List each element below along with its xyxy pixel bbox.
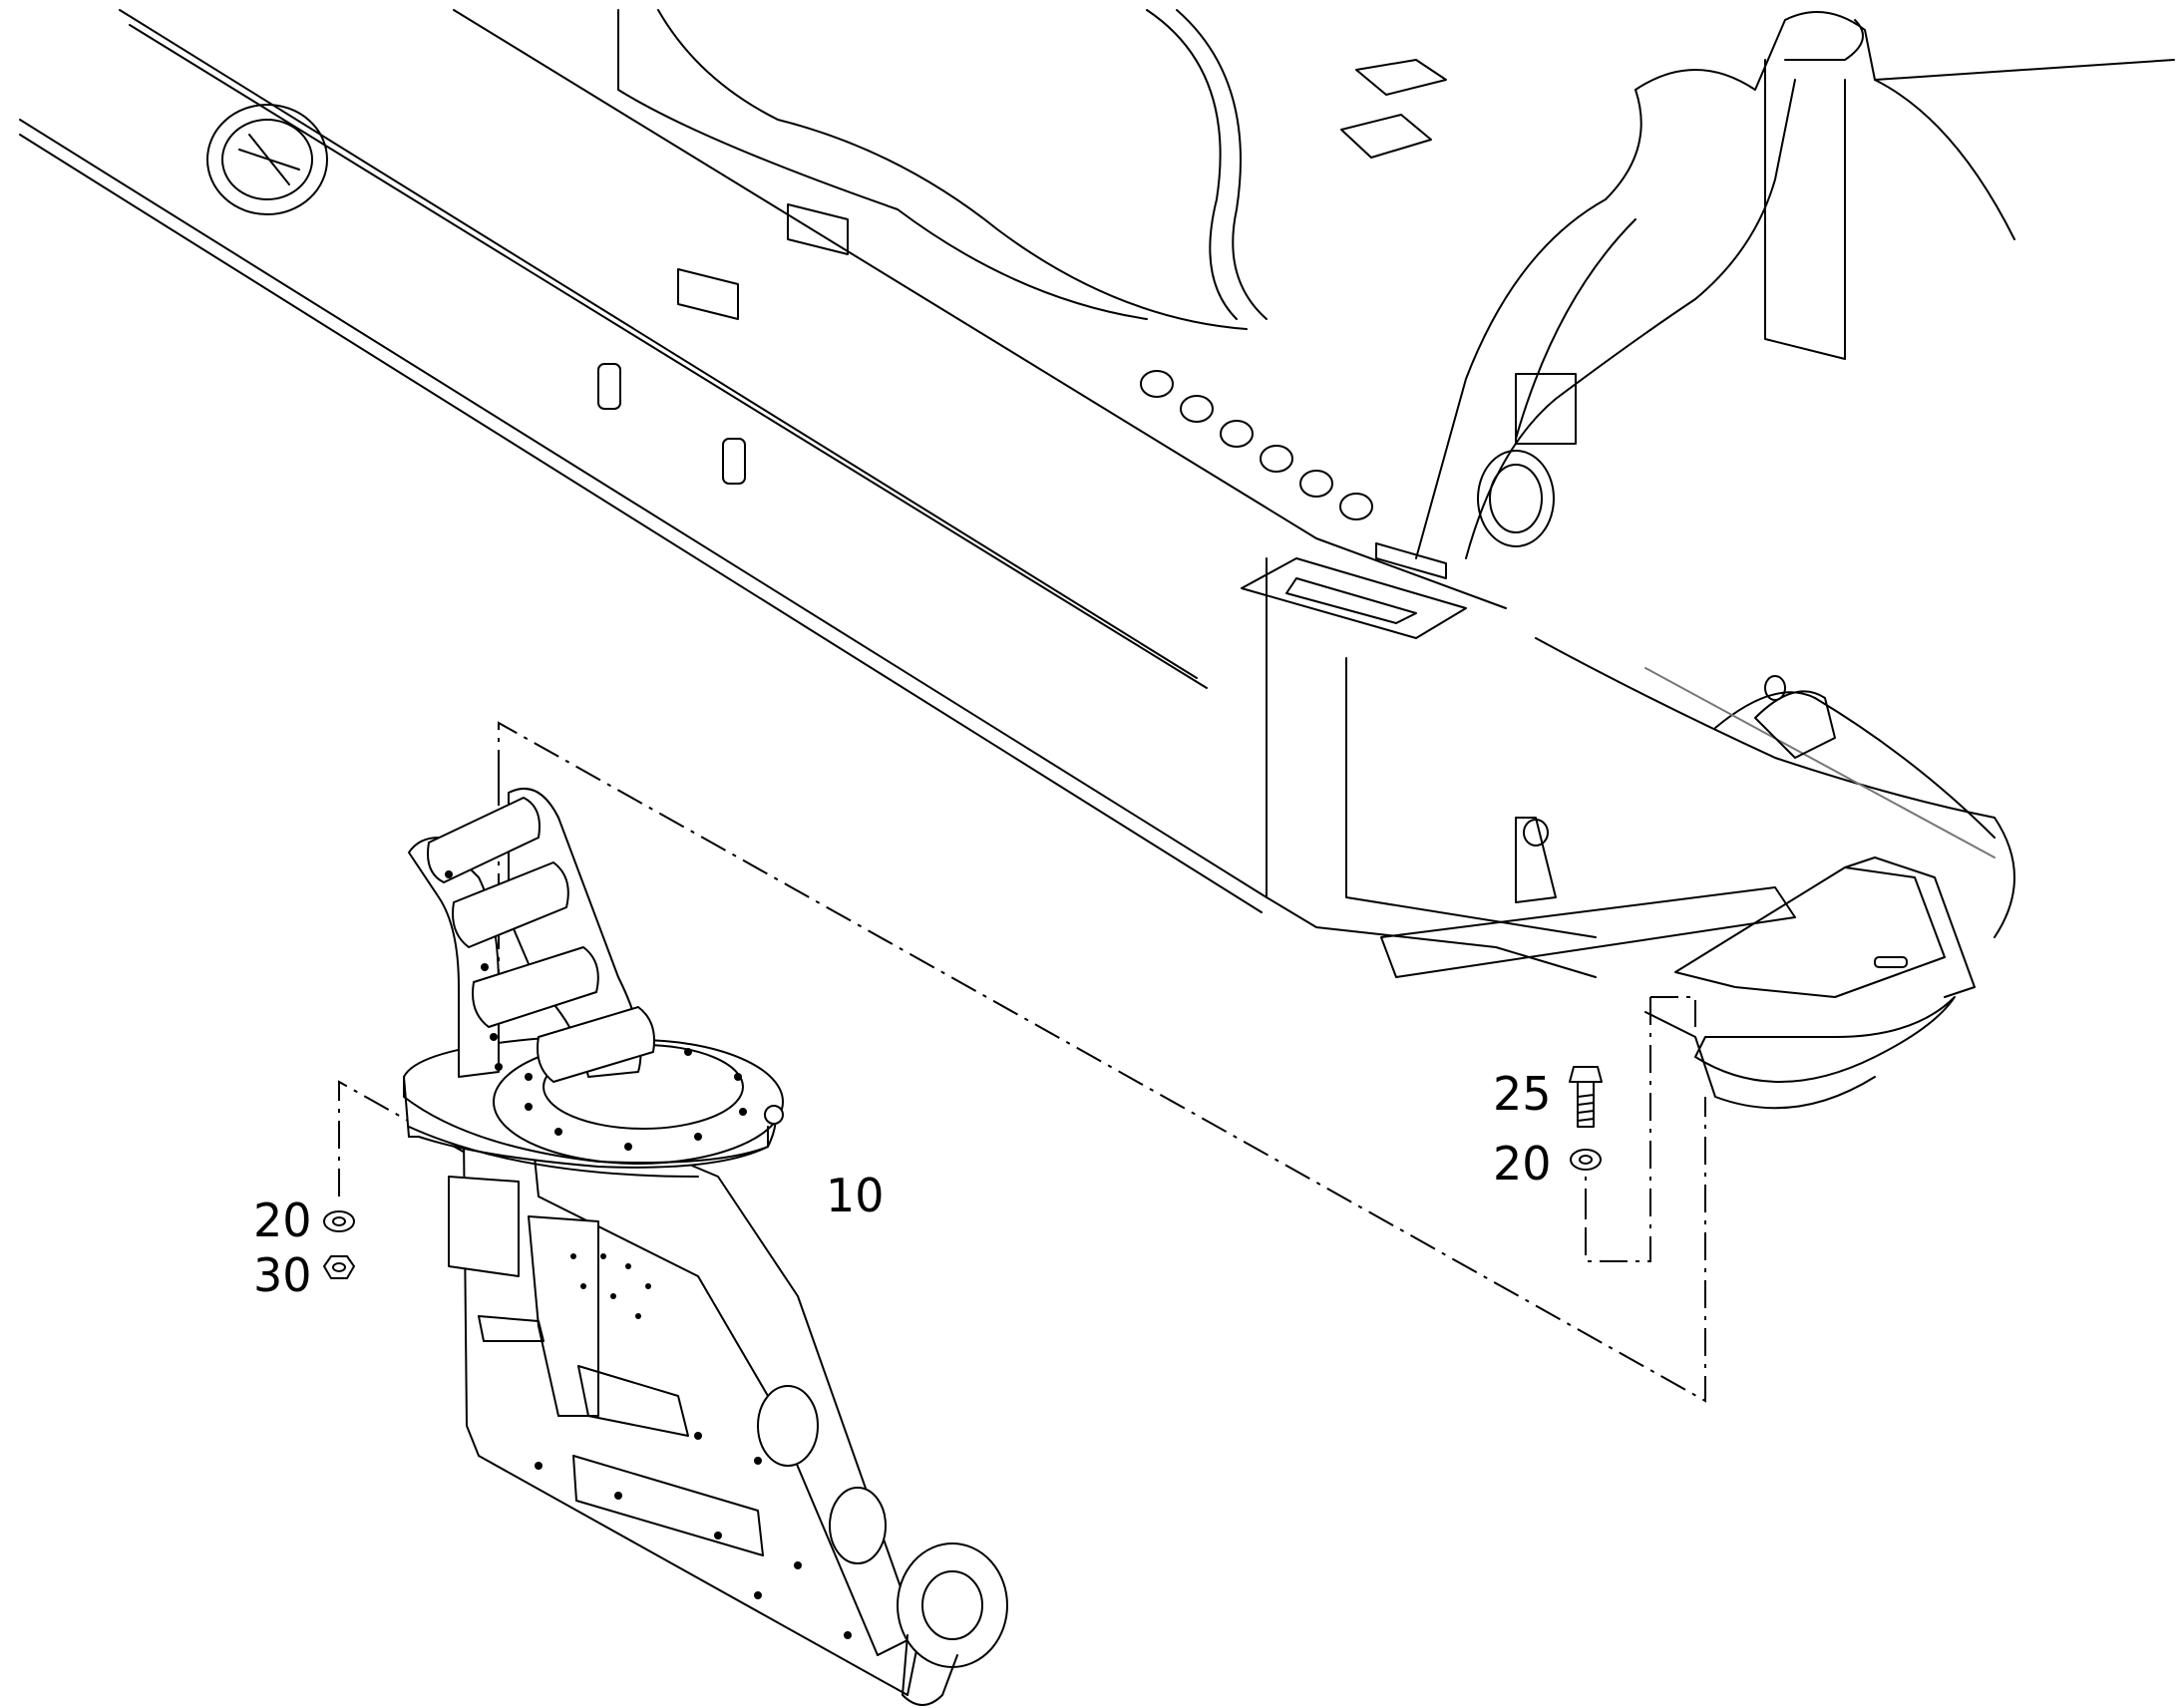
callout-20-left: 20 bbox=[253, 1194, 312, 1247]
casing-inner bbox=[1345, 657, 1597, 938]
tip-eye-hole bbox=[1764, 675, 1786, 701]
washer-right bbox=[1570, 1149, 1602, 1171]
rotator-plate-lower-edge bbox=[408, 1126, 699, 1178]
tower-rib bbox=[1515, 218, 1636, 440]
tip-head-side bbox=[1844, 856, 1976, 998]
part-10-assembly bbox=[403, 788, 1008, 1706]
boom-upper-edge bbox=[119, 9, 1198, 679]
boom-top-pad-2 bbox=[1340, 114, 1432, 159]
boom-manhole-hatch bbox=[238, 134, 300, 185]
tower-plate bbox=[1764, 59, 1846, 360]
tip-head bbox=[1674, 866, 1946, 998]
callout-25: 25 bbox=[1493, 1067, 1552, 1121]
tower-bore bbox=[1477, 450, 1555, 547]
boom-pad-1 bbox=[787, 203, 849, 255]
side-plate-slot bbox=[572, 1455, 764, 1556]
bolt-head bbox=[1569, 1066, 1603, 1083]
sheave-lower-guard bbox=[902, 1634, 958, 1706]
manifold-dots bbox=[570, 1253, 651, 1319]
boom-manhole-inner bbox=[221, 119, 313, 200]
tip-arm bbox=[1380, 886, 1796, 978]
callout-10: 10 bbox=[826, 1169, 885, 1222]
nut-left bbox=[323, 1255, 355, 1279]
assembly-line-right-top bbox=[1650, 996, 1696, 1027]
tower-bore-inner bbox=[1489, 464, 1543, 533]
callout-30: 30 bbox=[253, 1248, 312, 1302]
rotator-plate-edge bbox=[403, 1076, 769, 1164]
roller-upper-mid bbox=[452, 861, 569, 948]
hook-lip bbox=[1694, 996, 1956, 1083]
rotator-grease-nipple bbox=[764, 1105, 784, 1125]
assembly-line-left-nut bbox=[338, 1080, 500, 1196]
tower-inner bbox=[1465, 79, 1796, 559]
hook-lower bbox=[1644, 1011, 1876, 1110]
boom-lower-edge-inner bbox=[19, 134, 1263, 913]
sheave-mid-2 bbox=[829, 1487, 887, 1564]
boom-slot-1 bbox=[597, 363, 621, 410]
boom-web-curve-2 bbox=[657, 9, 1248, 330]
boom-manhole bbox=[206, 104, 328, 215]
tip-label-plate bbox=[1874, 956, 1908, 968]
tower-outline bbox=[1415, 11, 2175, 559]
tower-top bbox=[1784, 19, 1864, 61]
top-bracket bbox=[1241, 557, 1467, 639]
sheave-mid bbox=[757, 1385, 819, 1467]
casing-seam bbox=[1644, 667, 1996, 858]
boom-web-curve bbox=[617, 9, 1148, 320]
boom-slot-2 bbox=[722, 438, 746, 485]
bolt-thread bbox=[1577, 1094, 1595, 1122]
tip-eye bbox=[1754, 690, 1836, 759]
casing-nose bbox=[1714, 691, 1996, 839]
sheave-lower-hub bbox=[921, 1570, 983, 1640]
side-plate-holes bbox=[535, 1432, 852, 1639]
tip-stanchion-hole bbox=[1523, 819, 1549, 847]
hydraulic-bracket bbox=[577, 1365, 689, 1437]
hardware-right bbox=[1569, 1066, 1603, 1171]
hardware-left bbox=[323, 1210, 355, 1279]
boom-frame bbox=[19, 9, 2175, 1110]
boom-pad-2 bbox=[677, 268, 739, 320]
nut-left-hole bbox=[332, 1262, 346, 1272]
assembly-line-right-bolt bbox=[1585, 997, 1651, 1262]
boom-arch bbox=[1146, 9, 1238, 320]
boom-upper-edge-inner bbox=[129, 24, 1208, 689]
tower-right-curve bbox=[1874, 79, 2015, 240]
roller-lower-mid bbox=[472, 946, 599, 1028]
boom-top-pad-1 bbox=[1355, 59, 1447, 96]
top-bracket-tab bbox=[1375, 542, 1447, 579]
boom-lower-edge bbox=[19, 119, 1268, 898]
callout-20-right: 20 bbox=[1493, 1137, 1552, 1191]
casing-right bbox=[1535, 637, 2015, 938]
boom-top-rail bbox=[453, 9, 1507, 609]
boom-arch-inner bbox=[1176, 9, 1268, 320]
washer-left bbox=[323, 1210, 355, 1232]
roller-bottom bbox=[537, 1006, 655, 1083]
hydraulic-valve bbox=[478, 1315, 545, 1342]
casing-left bbox=[1266, 557, 1597, 978]
hydraulic-block bbox=[448, 1176, 520, 1277]
washer-left-hole bbox=[332, 1216, 346, 1226]
top-bracket-slot bbox=[1285, 577, 1417, 624]
washer-right-hole bbox=[1579, 1155, 1593, 1165]
roller-top bbox=[427, 797, 541, 883]
tip-stanchion bbox=[1515, 817, 1557, 903]
assembly-line-main bbox=[498, 721, 1706, 1403]
tower-side-plate bbox=[1515, 373, 1577, 445]
boom-fittings bbox=[1140, 370, 1373, 520]
